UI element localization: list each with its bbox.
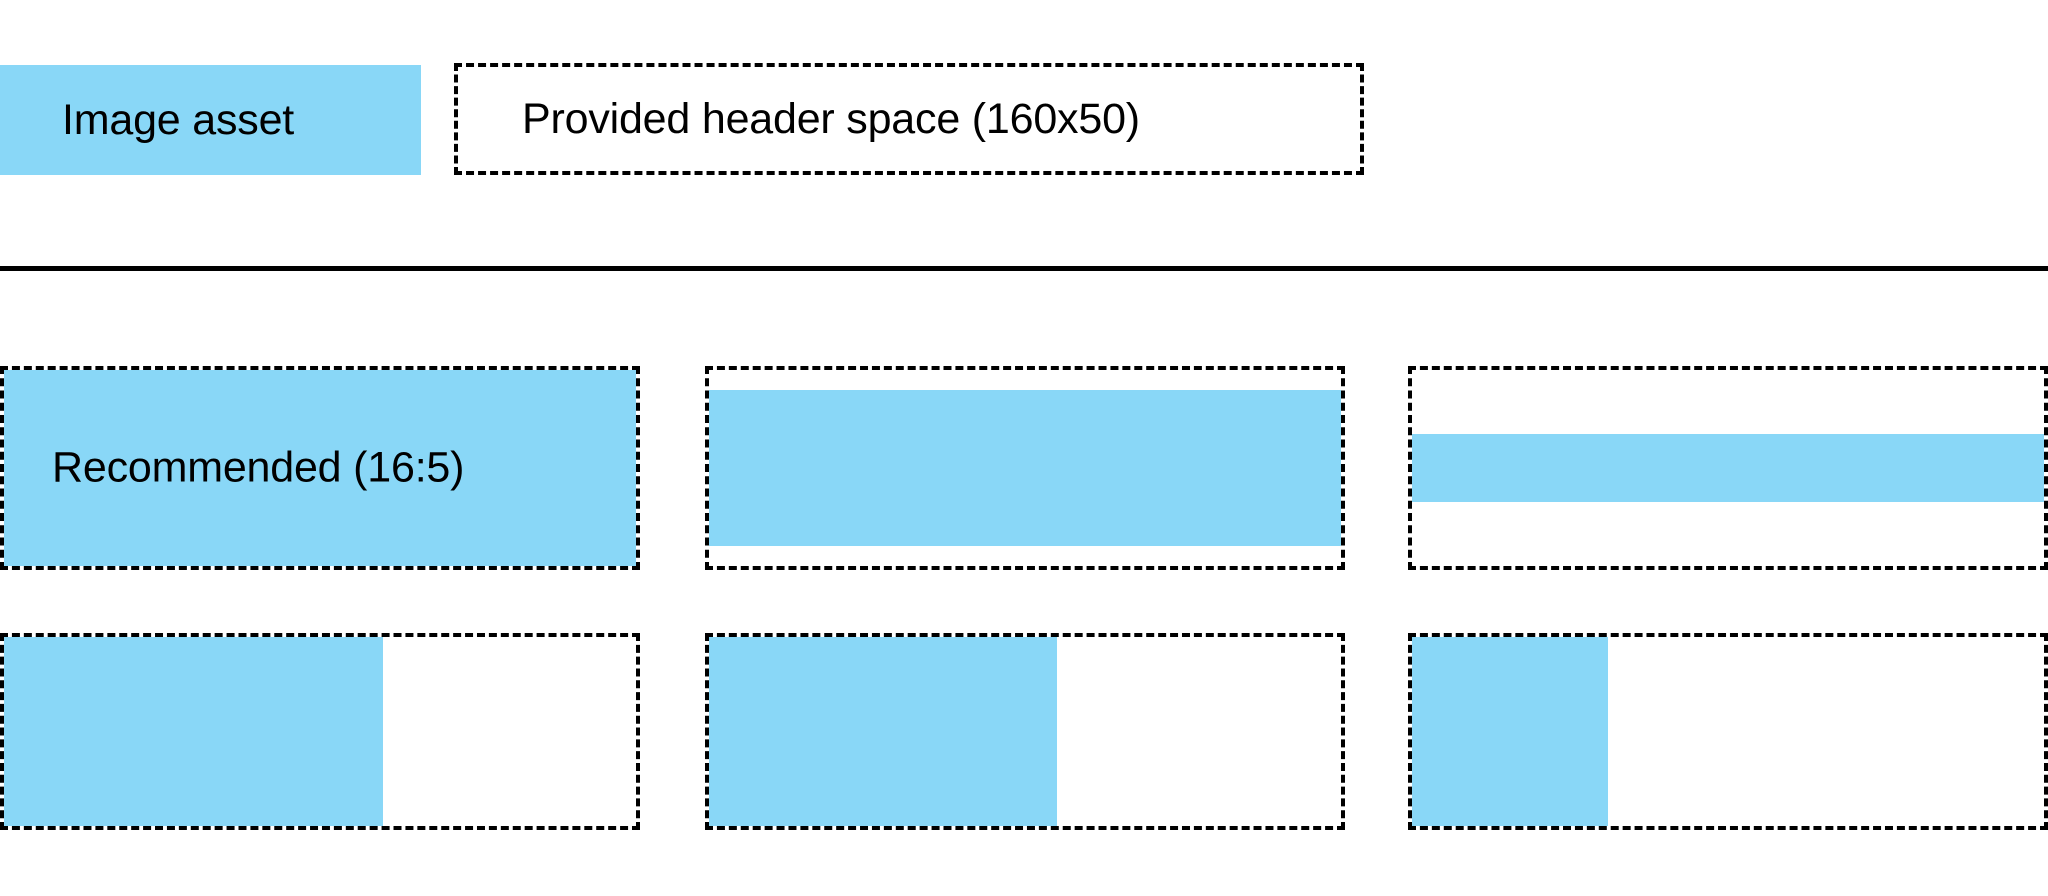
aspect-cell-recommended: Recommended (16:5) [0,366,640,570]
aspect-fill-inset [709,390,1341,546]
width-fill-wide [4,637,384,826]
provided-header-space-label: Provided header space (160x50) [522,94,1140,143]
width-fill-narrow [1412,637,1608,826]
provided-header-space-box: Provided header space (160x50) [454,63,1364,175]
section-divider [0,266,2048,271]
image-asset-label: Image asset [62,95,295,144]
width-cell-wide [0,633,640,830]
width-fill-medium [709,637,1057,826]
image-asset-swatch: Image asset [0,65,421,175]
aspect-fill-recommended [4,370,636,566]
aspect-cell-band [1408,366,2048,570]
recommended-ratio-label: Recommended (16:5) [52,443,465,492]
width-cell-medium [705,633,1345,830]
width-cell-narrow [1408,633,2048,830]
aspect-cell-inset [705,366,1345,570]
aspect-fill-band [1412,434,2044,502]
